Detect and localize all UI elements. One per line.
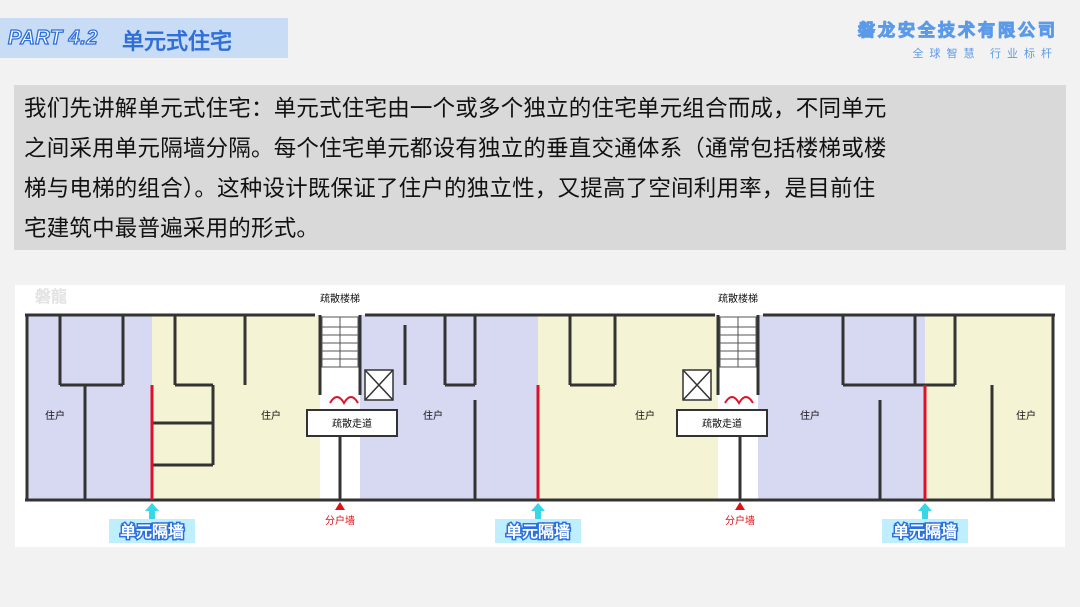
corridor-label: 疏散走道 [332, 417, 372, 430]
intro-text-box: 我们先讲解单元式住宅：单元式住宅由一个或多个独立的住宅单元组合而成，不同单元 之… [14, 85, 1066, 250]
stair-label: 疏散楼梯 [718, 292, 758, 305]
unit-wall-label: 单元隔墙 [506, 522, 570, 541]
brand-slogan: 全球智慧 行业标杆 [912, 47, 1058, 60]
household-wall-arrows [335, 502, 745, 510]
room-fills [27, 315, 1053, 500]
evacuation-corridor: 疏散走道 疏散走道 [306, 396, 768, 437]
household-wall-label: 分户墙 [325, 514, 355, 527]
resident-label: 住户 [45, 409, 65, 422]
stair-icon [321, 316, 757, 368]
intro-line: 之间采用单元隔墙分隔。每个住宅单元都设有独立的垂直交通体系（通常包括楼梯或楼 [24, 136, 887, 162]
elevator-icon [364, 369, 712, 401]
unit-partition-walls [150, 385, 927, 500]
walls [25, 313, 1055, 502]
resident-label: 住户 [635, 409, 655, 422]
brand-name: 磐龙安全技术有限公司 [858, 21, 1058, 42]
intro-line: 宅建筑中最普遍采用的形式。 [24, 216, 320, 242]
unit-wall-label: 单元隔墙 [120, 522, 184, 541]
intro-line: 我们先讲解单元式住宅：单元式住宅由一个或多个独立的住宅单元组合而成，不同单元 [24, 96, 887, 122]
stair-label: 疏散楼梯 [320, 292, 360, 305]
title-bar: PART 4.2 单元式住宅 [0, 18, 288, 58]
watermark: 磐龍 [34, 287, 67, 306]
page-title: 单元式住宅 [122, 30, 233, 55]
floor-plan-diagram: 磐龍 [15, 285, 1065, 547]
floor-plan-svg: 磐龍 [25, 287, 1055, 543]
household-walls [338, 436, 742, 500]
resident-label: 住户 [800, 409, 820, 422]
part-label: PART 4.2 [7, 26, 98, 49]
unit-wall-labels: 单元隔墙 单元隔墙 单元隔墙 [109, 519, 968, 543]
resident-label: 住户 [261, 409, 281, 422]
unit-wall-arrows [145, 503, 932, 519]
intro-line: 梯与电梯的组合）。这种设计既保证了住户的独立性，又提高了空间利用率，是目前住 [24, 176, 876, 202]
unit-wall-label: 单元隔墙 [893, 522, 957, 541]
resident-label: 住户 [423, 409, 443, 422]
brand-logo: 磐龙安全技术有限公司 全球智慧 行业标杆 [858, 16, 1058, 61]
household-wall-label: 分户墙 [725, 514, 755, 527]
corridor-label: 疏散走道 [702, 417, 742, 430]
resident-label: 住户 [1016, 409, 1036, 422]
